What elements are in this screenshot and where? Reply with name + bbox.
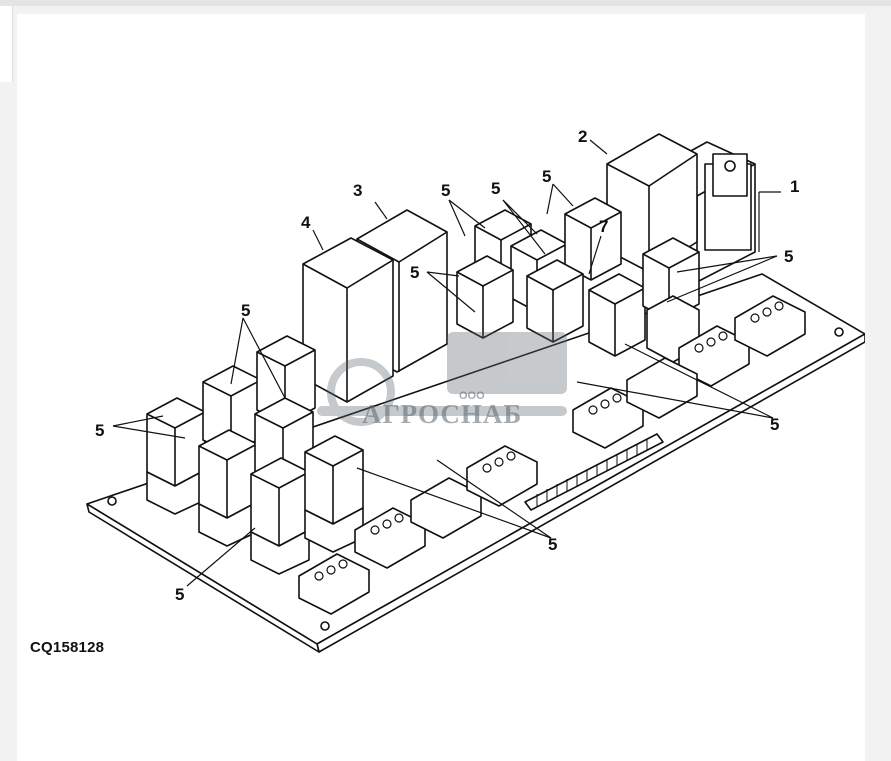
top-bar — [0, 0, 891, 6]
callout-3: 3 — [353, 181, 363, 200]
callout-4: 4 — [301, 213, 311, 232]
relay-4 — [302, 237, 394, 403]
callout-5a: 5 — [441, 181, 451, 200]
callout-5c: 5 — [542, 167, 552, 186]
figure-code: CQ158128 — [30, 639, 105, 656]
callout-1: 1 — [790, 177, 800, 196]
fuse-relay-board-illustration — [86, 133, 865, 653]
callout-5f: 5 — [241, 301, 251, 320]
pin-header — [524, 433, 664, 511]
callout-5j: 5 — [175, 585, 185, 604]
leader-lines — [112, 139, 781, 587]
watermark-prefix: ООО — [459, 390, 485, 402]
callout-7: 7 — [599, 217, 609, 236]
callout-5d: 5 — [410, 263, 420, 282]
watermark-brand: АГРОСНАБ — [362, 399, 523, 429]
callout-5e: 5 — [784, 247, 794, 266]
callout-2: 2 — [578, 127, 588, 146]
callout-5b: 5 — [491, 179, 501, 198]
mini-relay-row-back — [456, 197, 700, 363]
mini-relay-row-front — [146, 335, 364, 575]
left-panel-edge — [0, 6, 13, 82]
callout-5h: 5 — [770, 415, 780, 434]
callout-5i: 5 — [548, 535, 558, 554]
diagram-card: ООО АГРОСНАБ 1 2 3 4 5 5 5 7 5 5 5 5 5 5… — [17, 14, 865, 761]
callout-5g: 5 — [95, 421, 105, 440]
